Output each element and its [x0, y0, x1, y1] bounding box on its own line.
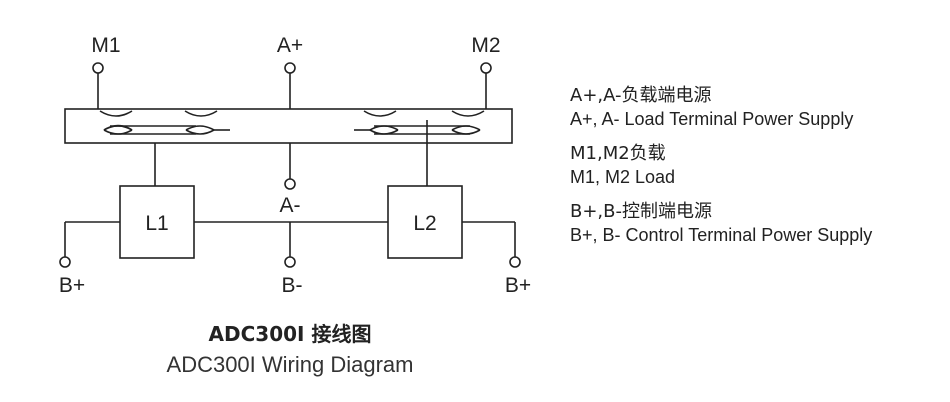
- coil-label-l2: L2: [413, 212, 436, 235]
- coil-label-l1: L1: [145, 212, 168, 235]
- legend-item-cn: B+,B-控制端电源: [570, 201, 712, 222]
- legend-item-en: A+, A- Load Terminal Power Supply: [570, 109, 854, 129]
- terminal-b-plus-left: [59, 256, 71, 268]
- legend: A+,A-负载端电源 A+, A- Load Terminal Power Su…: [570, 84, 940, 258]
- terminal-label-b-plus-right: B+: [505, 274, 531, 297]
- diagram-title-cn: ADC300I 接线图: [208, 322, 372, 346]
- terminal-b-minus: [284, 256, 296, 268]
- terminal-label-b-plus-left: B+: [59, 274, 85, 297]
- terminal-a-minus: [284, 178, 296, 190]
- legend-item-control-supply: B+,B-控制端电源 B+, B- Control Terminal Power…: [570, 200, 940, 246]
- upper-contacts: [99, 110, 485, 117]
- terminal-label-m1: M1: [91, 34, 120, 57]
- switch-body: [64, 108, 513, 144]
- wiring-diagram: M1 A+ M2 A- L1 L2: [59, 34, 531, 297]
- actuator-rods: [110, 125, 470, 135]
- terminal-b-plus-right: [509, 256, 521, 268]
- terminal-a-plus: [284, 62, 296, 74]
- legend-item-en: B+, B- Control Terminal Power Supply: [570, 225, 873, 245]
- terminal-label-m2: M2: [471, 34, 500, 57]
- terminal-label-b-minus: B-: [282, 274, 303, 297]
- terminal-m1: [92, 62, 104, 74]
- legend-item-cn: M1,M2负载: [570, 143, 666, 164]
- legend-item-load-supply: A+,A-负载端电源 A+, A- Load Terminal Power Su…: [570, 84, 940, 130]
- diagram-title-en: ADC300I Wiring Diagram: [166, 352, 414, 377]
- legend-item-en: M1, M2 Load: [570, 167, 676, 187]
- legend-item-cn: A+,A-负载端电源: [570, 85, 712, 106]
- control-wiring: [64, 221, 516, 257]
- legend-item-load: M1,M2负载 M1, M2 Load: [570, 142, 940, 188]
- terminal-m2: [480, 62, 492, 74]
- terminal-label-a-plus: A+: [277, 34, 303, 57]
- terminal-label-a-minus: A-: [280, 194, 301, 217]
